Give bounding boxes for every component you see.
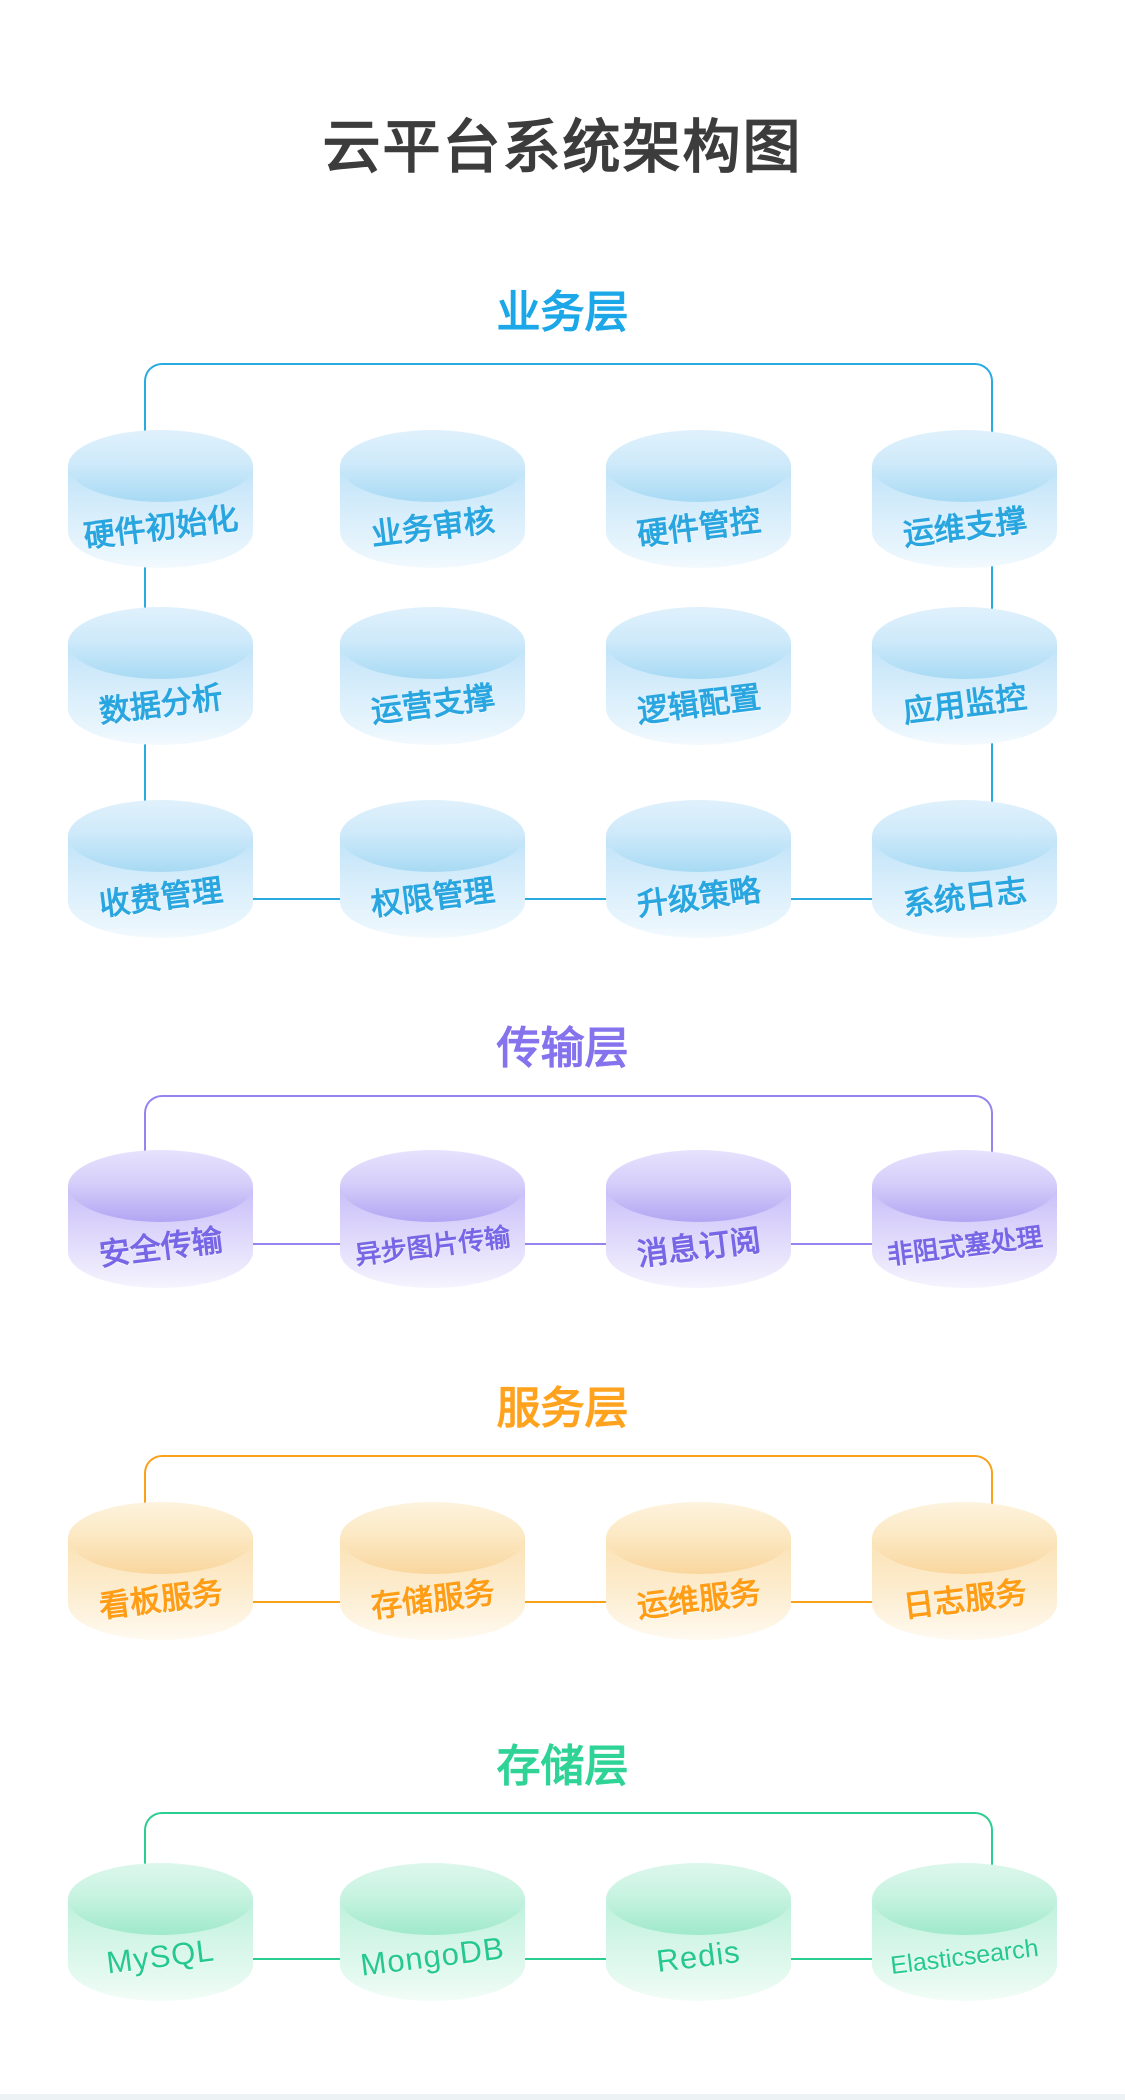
node-secure-transfer: 安全传输 (68, 1150, 253, 1288)
node-label: 硬件管控 (635, 502, 763, 552)
node-label: 权限管理 (369, 872, 497, 922)
node-mongodb: MongoDB (340, 1863, 525, 2001)
node-operations-support: 运营支撑 (340, 607, 525, 745)
node-label: 安全传输 (97, 1222, 225, 1272)
node-label: 消息订阅 (635, 1222, 763, 1272)
node-billing-mgmt: 收费管理 (68, 800, 253, 938)
node-label: 存储服务 (369, 1574, 497, 1624)
node-label: MySQL (104, 1932, 217, 1981)
node-label: 运维服务 (635, 1574, 763, 1624)
node-log-service: 日志服务 (872, 1502, 1057, 1640)
node-redis: Redis (606, 1863, 791, 2001)
connector-bracket-service (144, 1455, 993, 1519)
node-logic-config: 逻辑配置 (606, 607, 791, 745)
node-label: 异步图片传输 (353, 1221, 512, 1270)
node-async-image-transfer: 异步图片传输 (340, 1150, 525, 1288)
node-label: 硬件初始化 (81, 500, 240, 554)
connector-row-transport (160, 1243, 966, 1245)
node-label: 应用监控 (901, 679, 1029, 729)
layer-heading-transport: 传输层 (496, 1024, 629, 1073)
node-label: MongoDB (358, 1930, 507, 1983)
node-label: 逻辑配置 (635, 679, 763, 729)
connector-bracket-business (144, 363, 993, 875)
node-message-subscription: 消息订阅 (606, 1150, 791, 1288)
node-system-log: 系统日志 (872, 800, 1057, 938)
node-ops-support: 运维支撑 (872, 430, 1057, 568)
node-storage-service: 存储服务 (340, 1502, 525, 1640)
node-elasticsearch: Elasticsearch (872, 1863, 1057, 2001)
node-label: Redis (654, 1934, 743, 1980)
node-label: 业务审核 (369, 502, 497, 552)
node-mysql: MySQL (68, 1863, 253, 2001)
node-label: Elasticsearch (888, 1933, 1040, 1980)
connector-bracket-storage (144, 1812, 993, 1876)
node-nonblocking-processing: 非阻式塞处理 (872, 1150, 1057, 1288)
node-app-monitoring: 应用监控 (872, 607, 1057, 745)
node-label: 非阻式塞处理 (885, 1221, 1044, 1270)
node-label: 收费管理 (97, 872, 225, 922)
node-hardware-init: 硬件初始化 (68, 430, 253, 568)
node-business-review: 业务审核 (340, 430, 525, 568)
connector-bracket-transport (144, 1095, 993, 1163)
layer-heading-storage: 存储层 (496, 1742, 629, 1791)
node-hardware-control: 硬件管控 (606, 430, 791, 568)
node-upgrade-strategy: 升级策略 (606, 800, 791, 938)
node-label: 数据分析 (97, 679, 225, 729)
node-label: 运维支撑 (901, 502, 1029, 552)
node-dashboard-service: 看板服务 (68, 1502, 253, 1640)
node-label: 看板服务 (97, 1574, 225, 1624)
page-title: 云平台系统架构图 (322, 115, 803, 180)
connector-row-storage (160, 1958, 966, 1960)
node-data-analysis: 数据分析 (68, 607, 253, 745)
node-label: 升级策略 (635, 872, 763, 922)
connector-row-service (160, 1601, 966, 1603)
layer-heading-business: 业务层 (496, 288, 629, 337)
node-label: 运营支撑 (369, 679, 497, 729)
node-label: 日志服务 (901, 1574, 1029, 1624)
node-label: 系统日志 (901, 872, 1029, 922)
node-ops-service: 运维服务 (606, 1502, 791, 1640)
node-permission-mgmt: 权限管理 (340, 800, 525, 938)
layer-heading-service: 服务层 (496, 1384, 629, 1433)
connector-row-business (160, 898, 966, 900)
bottom-edge-strip (0, 2094, 1125, 2100)
